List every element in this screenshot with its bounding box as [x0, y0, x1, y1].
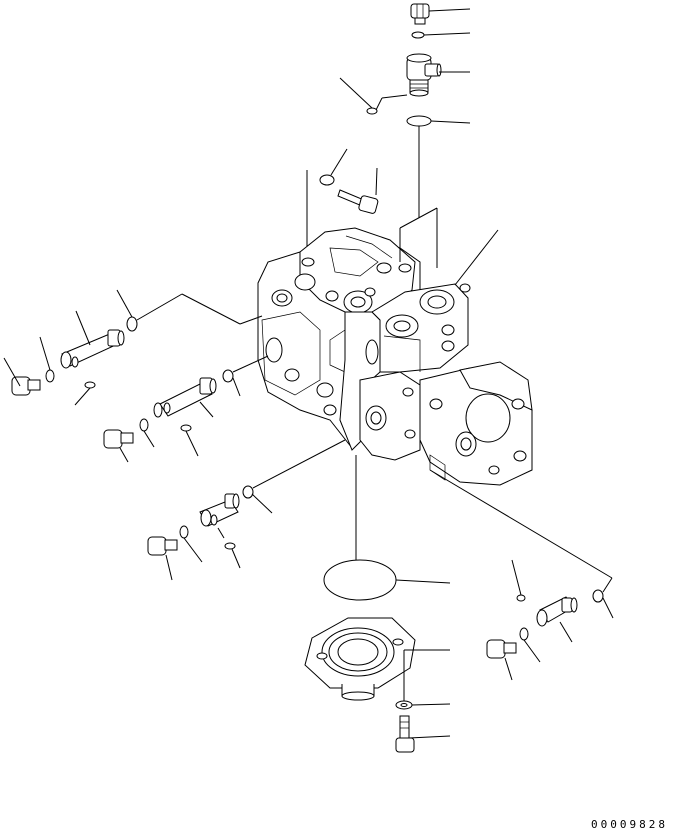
bolt-bottom	[395, 715, 451, 753]
o-ring-top-large	[406, 115, 471, 218]
washer-top	[411, 31, 471, 39]
bolt-top	[410, 3, 471, 25]
left-fitting-1	[3, 289, 263, 406]
washer-bottom	[395, 700, 451, 710]
right-fitting	[429, 469, 614, 681]
left-fitting-2	[103, 355, 269, 463]
o-ring-top-small	[339, 77, 408, 115]
left-fitting-3	[147, 439, 346, 581]
elbow-fitting-top	[406, 53, 470, 97]
flange-cover	[304, 617, 450, 702]
pump-assembly	[257, 207, 533, 486]
drawing-number: 00009828	[591, 818, 668, 831]
bolt-upper	[337, 167, 379, 214]
o-ring-bottom-large	[323, 455, 451, 601]
